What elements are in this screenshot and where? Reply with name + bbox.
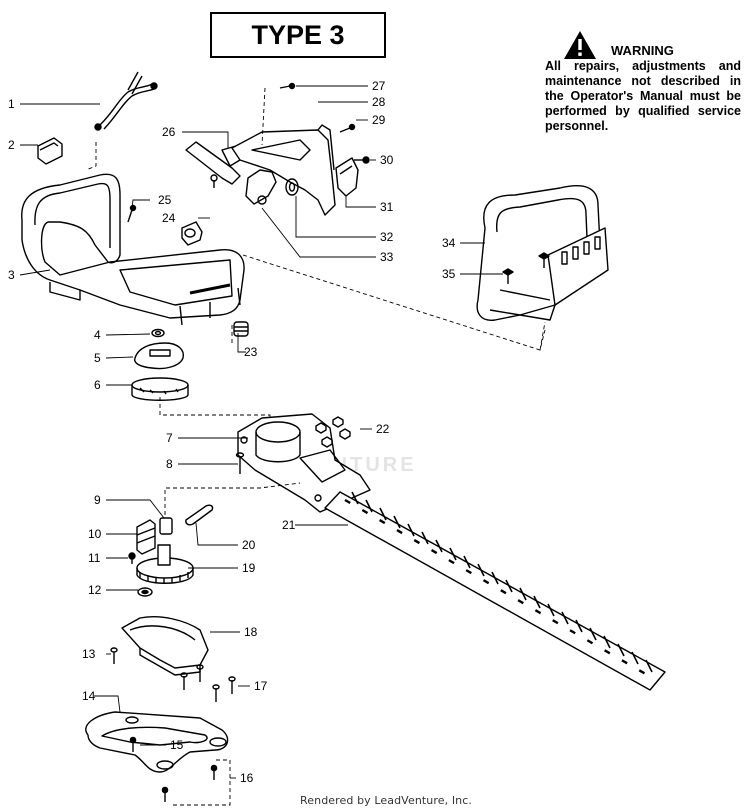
callout-30: 30 [380, 153, 394, 167]
part-switch [37, 137, 63, 165]
callout-2: 2 [8, 138, 15, 152]
callout-32: 32 [380, 230, 394, 244]
part-blade [324, 491, 666, 691]
part-bearing-12 [137, 587, 153, 597]
callout-9: 9 [94, 493, 101, 507]
part-washer [151, 328, 165, 338]
callout-1: 1 [8, 97, 15, 111]
part-screw-11 [128, 552, 136, 564]
callout-7: 7 [166, 431, 173, 445]
part-trigger [335, 157, 359, 197]
part-spring [233, 321, 249, 337]
warning-triangle-icon [564, 31, 596, 59]
warning-notice: WARNING All repairs, adjustments and mai… [545, 30, 741, 134]
callout-13: 13 [82, 647, 96, 661]
callout-15: 15 [170, 738, 184, 752]
blade-teeth [351, 491, 653, 673]
callout-20: 20 [242, 538, 256, 552]
callout-23: 23 [244, 345, 258, 359]
callout-28: 28 [372, 95, 386, 109]
part-screws-35 [502, 252, 550, 284]
part-screw-13 [110, 647, 118, 664]
callout-4: 4 [94, 328, 101, 342]
warning-text: All repairs, adjustments and maintenance… [545, 59, 741, 133]
callout-29: 29 [372, 113, 386, 127]
part-handle-half [231, 124, 336, 216]
part-screw-25 [127, 204, 137, 223]
diagram-title-text: TYPE 3 [251, 19, 345, 50]
part-screw-30 [354, 156, 370, 164]
callout-16: 16 [240, 771, 254, 785]
callout-labels: 1 2 3 4 5 6 7 8 9 10 11 12 13 14 15 16 1… [8, 79, 456, 785]
callout-10: 10 [88, 527, 102, 541]
callout-6: 6 [94, 378, 101, 392]
callout-18: 18 [244, 625, 258, 639]
callout-22: 22 [376, 422, 390, 436]
callout-3: 3 [8, 268, 15, 282]
part-screws-15-16 [129, 736, 218, 802]
part-ring [131, 377, 189, 401]
assembly-lines [85, 87, 546, 806]
callout-11: 11 [88, 551, 101, 565]
callout-27: 27 [372, 79, 386, 93]
diagram-title: TYPE 3 [210, 12, 386, 58]
part-nuts [315, 416, 351, 448]
part-gear-cover [121, 616, 209, 676]
part-bushing-24 [181, 221, 203, 246]
part-shield-plate [85, 711, 229, 773]
part-wire-harness [94, 71, 158, 131]
part-cam [245, 169, 277, 205]
part-bushing [159, 517, 173, 535]
part-screw-8 [235, 452, 245, 474]
callout-19: 19 [242, 561, 256, 575]
part-screws-17 [180, 664, 236, 702]
callout-14: 14 [82, 689, 96, 703]
callout-25: 25 [158, 193, 172, 207]
part-rear-handle [21, 173, 245, 326]
callout-31: 31 [380, 200, 394, 214]
part-front-handle [476, 185, 609, 321]
part-gear-housing [237, 413, 371, 513]
part-cover-plate [133, 342, 185, 370]
callout-12: 12 [88, 583, 102, 597]
part-pad [185, 504, 214, 526]
callout-34: 34 [442, 236, 456, 250]
callout-21: 21 [282, 518, 296, 532]
part-screw-27 [279, 82, 296, 90]
part-pinion [136, 519, 156, 555]
callout-5: 5 [94, 351, 101, 365]
callout-35: 35 [442, 267, 456, 281]
warning-header: WARNING [545, 30, 741, 60]
callout-8: 8 [166, 457, 173, 471]
callout-17: 17 [254, 679, 268, 693]
leader-lines [19, 85, 503, 779]
part-spring-32 [285, 178, 299, 196]
part-screw-29 [339, 123, 356, 133]
callout-33: 33 [380, 250, 394, 264]
part-gear [136, 544, 194, 584]
callout-24: 24 [162, 211, 176, 225]
warning-heading: WARNING [611, 42, 674, 58]
footer-credit: Rendered by LeadVenture, Inc. [300, 794, 472, 807]
callout-26: 26 [162, 125, 176, 139]
